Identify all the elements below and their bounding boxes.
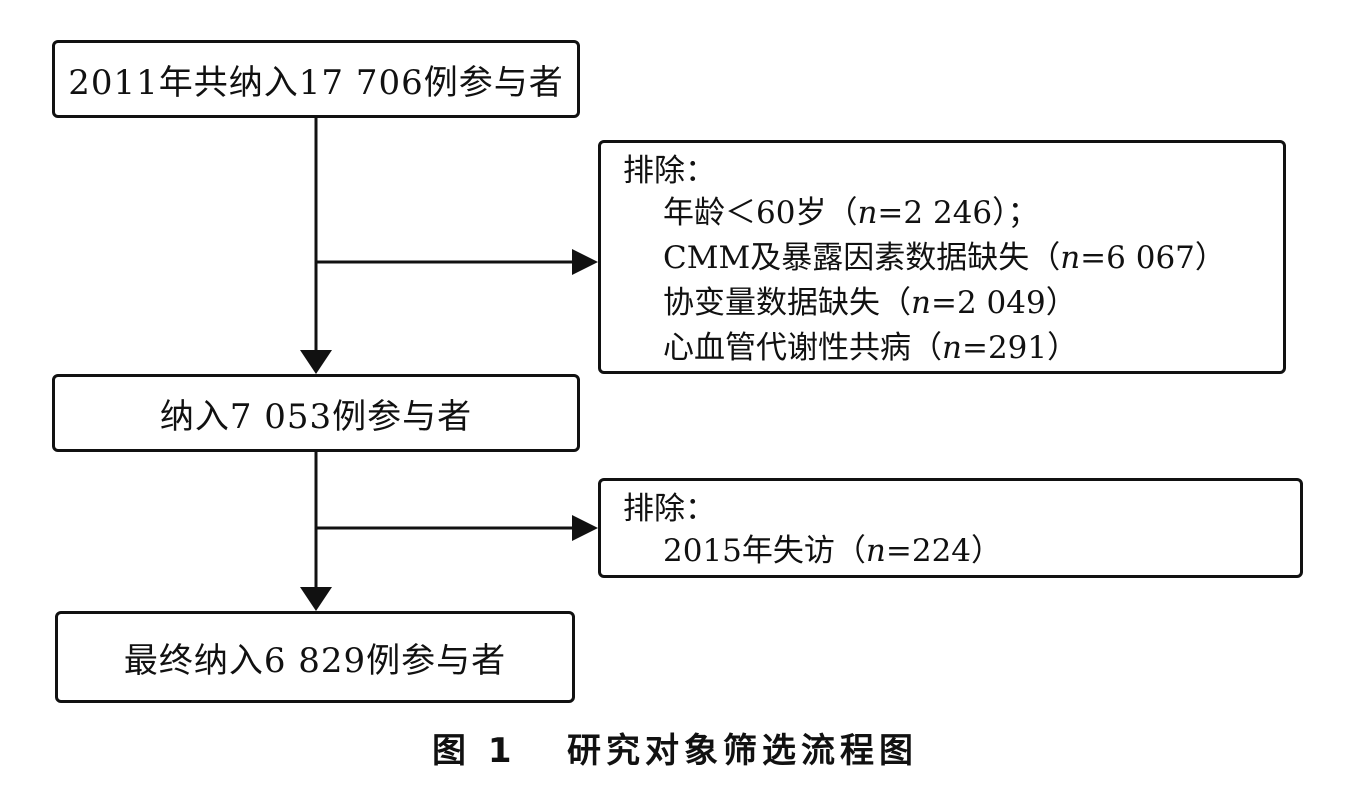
final-box: 最终纳入6 829例参与者 [55,611,575,703]
exclusion-item: 2015年失访（n=224） [663,533,1003,569]
start-box: 2011年共纳入17 706例参与者 [52,40,580,118]
exclusion-item: 协变量数据缺失（n=2 049） [663,285,1077,321]
exclusion-item: 心血管代谢性共病（n=291） [663,330,1079,366]
exclusion-item: CMM及暴露因素数据缺失（n=6 067） [663,240,1226,276]
exclusion-title: 排除： [623,491,716,527]
figure-caption: 图 1 研究对象筛选流程图 [431,731,918,771]
start-label: 2011年共纳入17 706例参与者 [68,62,564,103]
middle-box: 纳入7 053例参与者 [52,374,580,452]
middle-label: 纳入7 053例参与者 [159,396,473,437]
exclusion-title: 排除： [623,153,716,189]
exclusion-box-2: 排除： 2015年失访（n=224） [598,478,1303,578]
final-label: 最终纳入6 829例参与者 [123,640,507,681]
exclusion-box-1: 排除： 年龄＜60岁（n=2 246）； CMM及暴露因素数据缺失（n=6 06… [598,140,1286,374]
exclusion-item: 年龄＜60岁（n=2 246）； [663,195,1039,231]
